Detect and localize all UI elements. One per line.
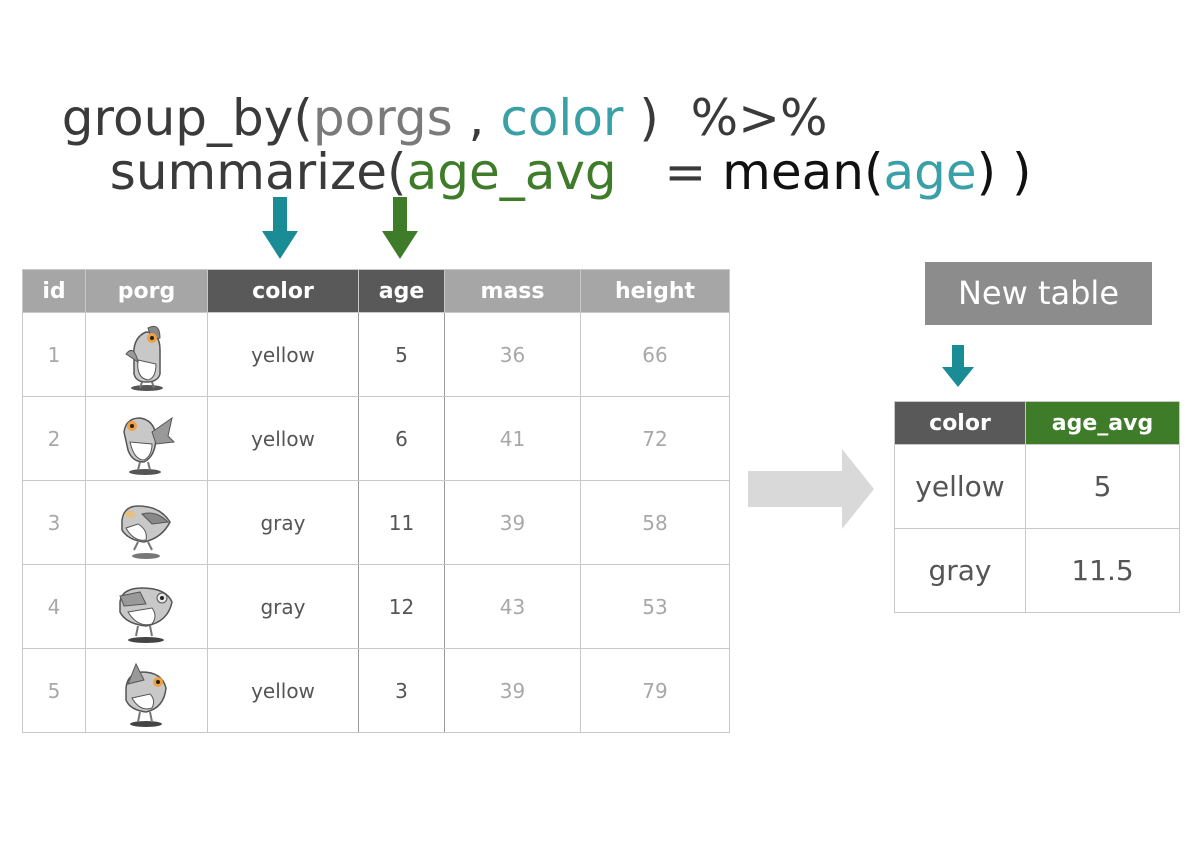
cell-porg (85, 396, 208, 481)
code-token: group_by( (61, 89, 313, 147)
code-token: , (452, 89, 501, 147)
down-arrow-icon (382, 197, 418, 259)
table-row: yellow 5 (894, 444, 1180, 529)
cell-color: yellow (207, 312, 359, 397)
code-token: ) %>% (623, 89, 828, 147)
summary-table: color age_avg yellow 5 gray 11.5 (894, 401, 1180, 613)
table-row: 3 gray 11 39 58 (22, 480, 730, 565)
cell-height: 79 (580, 648, 730, 733)
header-porg: porg (85, 269, 208, 313)
cell-age: 11 (358, 480, 445, 565)
cell-color: gray (207, 480, 359, 565)
header-color: color (894, 401, 1026, 445)
porg-icon (124, 662, 167, 727)
table-row: 1 yellow 5 36 66 (22, 312, 730, 397)
down-arrow-icon (262, 197, 298, 259)
header-color: color (207, 269, 359, 313)
table-header-row: id porg color age mass height (22, 269, 730, 313)
new-table-label: New table (925, 262, 1152, 325)
cell-mass: 36 (444, 312, 581, 397)
porg-icon (118, 586, 173, 643)
code-token: age_avg (406, 143, 617, 201)
cell-age: 6 (358, 396, 445, 481)
porg-icon (124, 325, 163, 391)
header-height: height (580, 269, 730, 313)
cell-age: 12 (358, 564, 445, 649)
cell-porg (85, 480, 208, 565)
cell-age-avg: 5 (1025, 444, 1180, 529)
cell-mass: 39 (444, 648, 581, 733)
cell-height: 72 (580, 396, 730, 481)
porg-icon (120, 504, 171, 559)
cell-age: 5 (358, 312, 445, 397)
cell-id: 3 (22, 480, 86, 565)
code-token: porgs (312, 89, 453, 147)
code-token: color (500, 89, 624, 147)
code-token: ) ) (976, 143, 1032, 201)
cell-porg (85, 648, 208, 733)
cell-id: 2 (22, 396, 86, 481)
header-id: id (22, 269, 86, 313)
cell-height: 58 (580, 480, 730, 565)
cell-mass: 43 (444, 564, 581, 649)
porgs-table: id porg color age mass height 1 (22, 269, 730, 733)
cell-mass: 39 (444, 480, 581, 565)
right-arrow-icon (748, 449, 874, 529)
table-row: 4 gray 12 43 53 (22, 564, 730, 649)
cell-color: yellow (207, 648, 359, 733)
cell-id: 5 (22, 648, 86, 733)
cell-porg (85, 312, 208, 397)
cell-color: gray (894, 528, 1026, 613)
cell-color: gray (207, 564, 359, 649)
porg-icon (122, 416, 175, 475)
cell-color: yellow (894, 444, 1026, 529)
table-row: gray 11.5 (894, 528, 1180, 613)
cell-age: 3 (358, 648, 445, 733)
down-arrow-icon (942, 345, 974, 387)
code-token: summarize( (109, 143, 407, 201)
table-row: 5 yellow 3 39 79 (22, 648, 730, 733)
code-line-summarize: summarize(age_avg = mean(age) ) (78, 82, 1032, 202)
table-row: 2 yellow 6 41 72 (22, 396, 730, 481)
table-header-row: color age_avg (894, 401, 1180, 445)
cell-id: 1 (22, 312, 86, 397)
header-age-avg: age_avg (1025, 401, 1180, 445)
code-token: mean( (722, 143, 884, 201)
cell-id: 4 (22, 564, 86, 649)
cell-height: 53 (580, 564, 730, 649)
header-age: age (358, 269, 445, 313)
cell-color: yellow (207, 396, 359, 481)
cell-porg (85, 564, 208, 649)
cell-height: 66 (580, 312, 730, 397)
code-token: age (883, 143, 977, 201)
header-mass: mass (444, 269, 581, 313)
code-token: = (616, 143, 723, 201)
cell-mass: 41 (444, 396, 581, 481)
code-line-group-by: group_by(porgs , color ) %>% (30, 28, 828, 148)
cell-age-avg: 11.5 (1025, 528, 1180, 613)
